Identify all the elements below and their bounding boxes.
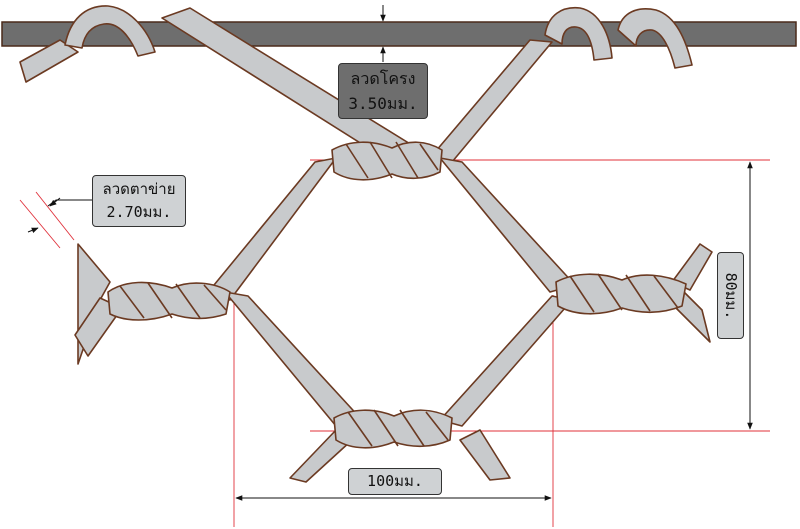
wire-left-lower-diagonal [224,291,363,427]
wrap-right-a [544,6,613,61]
mesh-height-label: 80มม. [717,252,744,339]
twist-bottom [333,409,453,449]
wrap-right-b [617,8,693,69]
twist-knots [107,141,687,449]
mesh-wire-label: ลวดตาข่าย 2.70มม. [92,175,186,227]
mesh-wire-value: 2.70มม. [106,203,172,221]
mesh-thickness-arrow-b [49,197,61,207]
mesh-wire-name: ลวดตาข่าย [102,180,176,198]
mesh-thickness-arrow-a [27,227,39,233]
twist-top [331,141,443,181]
mesh-leader-line [47,199,94,207]
frame-wire-label: ลวดโครง 3.50มม. [338,63,428,119]
dimension-lines [27,5,753,501]
mesh-height-value: 80มม. [721,272,740,319]
twist-right [555,273,687,315]
wire-left-upper-diagonal [204,157,337,301]
mesh-wires [19,7,713,483]
wire-bottom-right-tail [459,429,511,481]
wire-right-tail-upper [671,243,713,291]
wire-right-upper-diagonal [439,157,576,293]
wrap-left [64,5,156,57]
mesh-width-value: 100มม. [367,472,423,490]
frame-wraps [64,5,693,69]
frame-wire-value: 3.50มม. [348,94,418,113]
wire-top-right-diagonal [429,39,553,163]
wire-right-lower-diagonal [439,295,573,427]
wire-top-left-end [19,39,79,83]
frame-wire-name: ลวดโครง [350,69,416,88]
twist-left [107,281,231,321]
mesh-width-label: 100มม. [348,468,442,495]
